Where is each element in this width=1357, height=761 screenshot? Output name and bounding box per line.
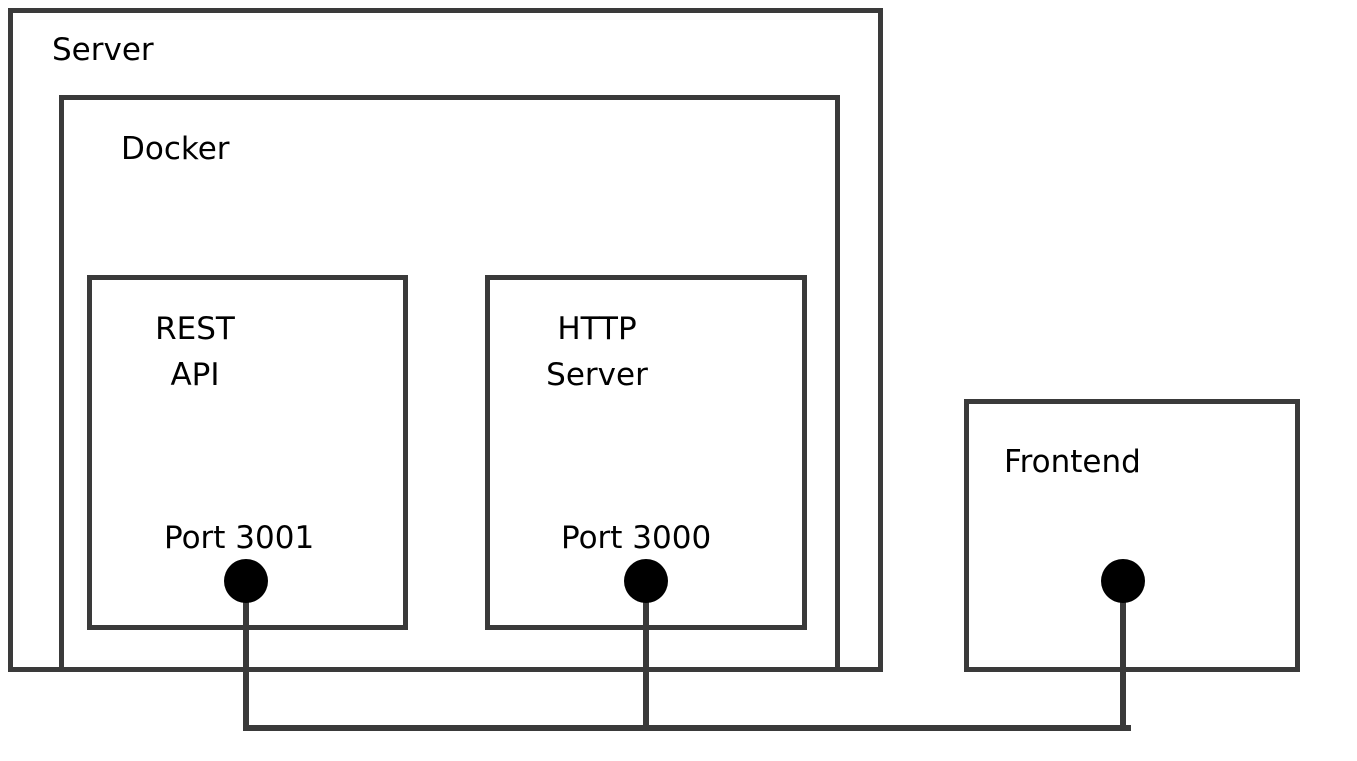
http-server-label: HTTP Server <box>535 306 659 398</box>
docker-label: Docker <box>121 131 230 167</box>
http-server-label-line2: Server <box>546 357 648 393</box>
rest-api-label-line1: REST <box>155 311 235 347</box>
port-3001-label: Port 3001 <box>164 520 315 556</box>
docker-box <box>59 95 840 672</box>
frontend-label: Frontend <box>1004 444 1141 480</box>
http-server-label-line1: HTTP <box>557 311 637 347</box>
rest-api-label: REST API <box>140 306 250 398</box>
port-3000-label: Port 3000 <box>561 520 712 556</box>
frontend-box <box>964 399 1300 672</box>
rest-api-label-line2: API <box>170 357 220 393</box>
server-label: Server <box>52 32 154 68</box>
